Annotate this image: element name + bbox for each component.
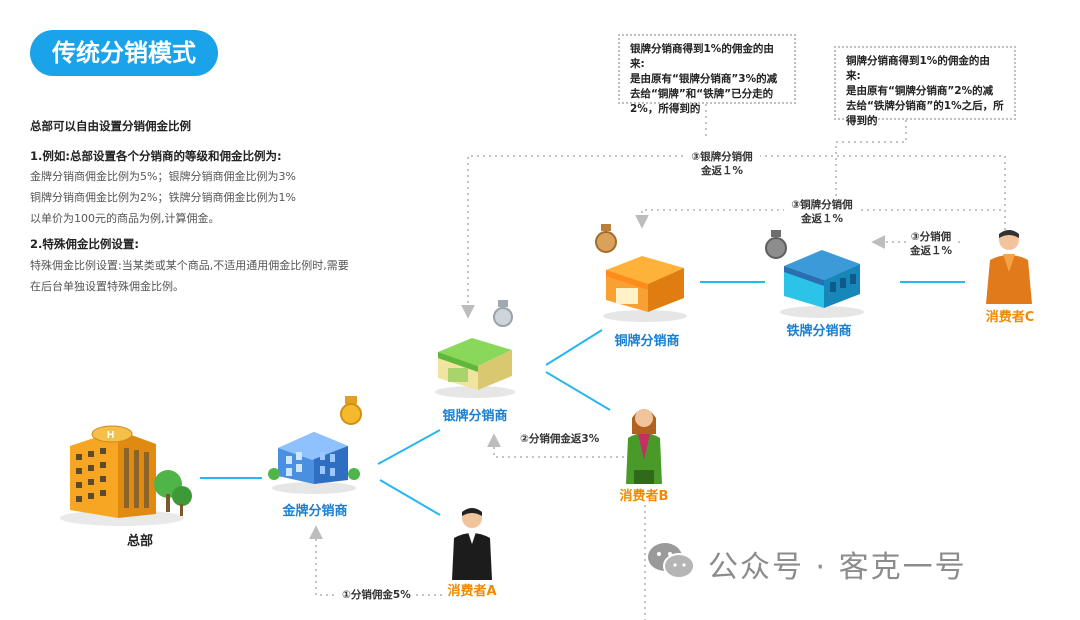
svg-text:H: H	[107, 430, 114, 441]
copper-distributor-label: 铜牌分销商	[614, 334, 680, 349]
wechat-icon	[648, 543, 695, 579]
note-line: 2%，所得到的	[630, 103, 701, 115]
connector-silver-copper	[545, 329, 603, 366]
example-line: 金牌分销商佣金比例为5%；银牌分销商佣金比例为3%	[30, 170, 296, 183]
flow-label-line: 金返１%	[909, 245, 953, 257]
flow-label-commission-3: ②分销佣金返3%	[516, 432, 604, 446]
intro-text: 总部可以自由设置分销佣金比例	[30, 119, 191, 133]
headquarters-building-icon: H	[60, 425, 192, 526]
flow-label-commission-5: ①分销佣金5%	[338, 588, 415, 602]
consumer-b-label: 消费者B	[619, 489, 669, 504]
iron-distributor-label: 铁牌分销商	[786, 324, 852, 339]
special-heading: 2.特殊佣金比例设置:	[30, 237, 139, 251]
example-heading: 1.例如:总部设置各个分销商的等级和佣金比例为:	[30, 149, 282, 163]
connector-silver-consumer-b	[545, 371, 611, 411]
flow-label-line: 金返１%	[800, 213, 844, 225]
flow-label-copper-1: ③铜牌分销佣 金返１%	[784, 198, 860, 226]
consumer-b-person-icon	[626, 409, 662, 484]
copper-origin-note: 铜牌分销商得到1%的佣金的由来: 是由原有“铜牌分销商”2%的减 去给“铁牌分销…	[834, 46, 1016, 127]
flow-label-silver-1: ③银牌分销佣 金返１%	[684, 150, 760, 178]
note-line: 是由原有“铜牌分销商”2%的减	[846, 85, 994, 97]
note-line: 银牌分销商得到1%的佣金的由来:	[630, 43, 774, 70]
connector-gold-consumer-a	[379, 479, 441, 516]
example-line: 铜牌分销商佣金比例为2%；铁牌分销商佣金比例为1%	[30, 191, 296, 204]
flow-label-line: 金返１%	[700, 165, 744, 177]
gold-distributor-building-icon	[268, 432, 360, 494]
hq-label: 总部	[126, 534, 153, 549]
note-line: 去给“铁牌分销商”的1%之后，所	[846, 100, 1004, 112]
silver-distributor-shop-icon	[435, 338, 515, 398]
consumer-c-label: 消费者C	[985, 310, 1035, 325]
flow-label-iron-1: ③分销佣 金返１%	[906, 230, 956, 258]
consumer-a-person-icon	[452, 508, 492, 580]
flow-label-line: ③分销佣	[910, 231, 952, 243]
consumer-a-label: 消费者A	[447, 584, 497, 599]
silver-origin-note: 银牌分销商得到1%的佣金的由来: 是由原有“银牌分销商”3%的减 去给“铜牌”和…	[618, 34, 796, 115]
special-line: 特殊佣金比例设置:当某类或某个商品,不适用通用佣金比例时,需要	[30, 259, 349, 272]
note-line: 是由原有“银牌分销商”3%的减	[630, 73, 778, 85]
copper-distributor-shop-icon	[603, 256, 687, 322]
connector-gold-silver	[377, 429, 441, 465]
note-leader-copper	[835, 120, 907, 200]
silver-medal-icon	[493, 300, 513, 327]
gold-medal-icon	[340, 396, 362, 425]
example-line: 以单价为100元的商品为例,计算佣金。	[30, 212, 220, 225]
flow-label-line: ③铜牌分销佣	[791, 199, 853, 211]
page-title: 传统分销模式	[30, 30, 218, 76]
copper-medal-icon	[595, 224, 617, 253]
flow-return-consumer-a	[309, 525, 442, 596]
note-line: 去给“铜牌”和“铁牌”已分走的	[630, 88, 774, 100]
special-line: 在后台单独设置特殊佣金比例。	[30, 280, 184, 293]
flow-label-line: ③银牌分销佣	[691, 151, 753, 163]
iron-distributor-building-icon	[780, 250, 864, 318]
note-line: 铜牌分销商得到1%的佣金的由来:	[846, 55, 990, 82]
iron-medal-icon	[765, 230, 787, 259]
silver-distributor-label: 银牌分销商	[442, 409, 508, 424]
watermark-text: 公众号 · 客克一号	[708, 550, 967, 585]
note-line: 得到的	[846, 115, 878, 127]
consumer-c-person-icon	[986, 230, 1032, 304]
gold-distributor-label: 金牌分销商	[282, 504, 348, 519]
